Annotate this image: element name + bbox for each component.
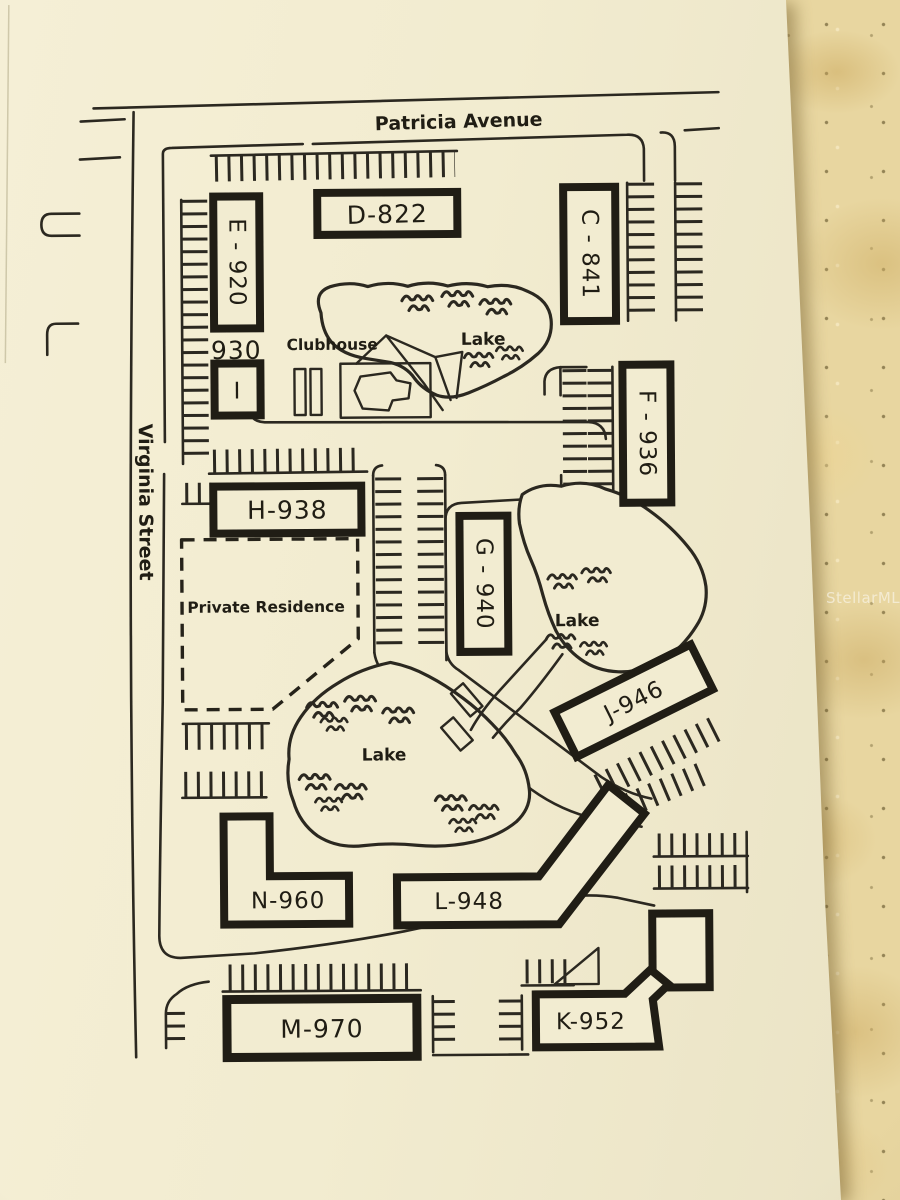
parking-row-east-1 bbox=[657, 832, 746, 856]
building-e920: E - 920 bbox=[209, 192, 265, 333]
building-label-m970: M-970 bbox=[280, 1014, 364, 1044]
parking-row-ne-1 bbox=[628, 182, 656, 321]
building-h938: H-938 bbox=[209, 481, 366, 538]
building-k952: K-952 bbox=[531, 909, 714, 1052]
parking-rail-ne-2 bbox=[673, 181, 678, 322]
building-g940: G - 940 bbox=[455, 511, 513, 656]
building-label-d822: D-822 bbox=[346, 199, 428, 230]
parking-rail-west bbox=[179, 198, 185, 466]
building-l948: L-948 bbox=[392, 779, 651, 930]
private-residence-label: Private Residence bbox=[187, 598, 345, 617]
parking-rail-central-west bbox=[371, 474, 376, 654]
building-label-i: I bbox=[234, 378, 242, 404]
streets: Patricia Avenue Virginia Street bbox=[40, 90, 721, 1059]
paper-crease bbox=[4, 5, 10, 364]
building-label-c841: C - 841 bbox=[576, 209, 603, 299]
patricia-avenue-label: Patricia Avenue bbox=[375, 109, 543, 136]
parking-rail-f bbox=[611, 365, 615, 506]
parking-row-central-east bbox=[417, 477, 445, 651]
lake-top-label: Lake bbox=[461, 330, 506, 350]
lake-bottom-label: Lake bbox=[362, 745, 407, 765]
parking-rail-top bbox=[209, 149, 459, 157]
building-label-k952: K-952 bbox=[556, 1009, 626, 1035]
parking-rail-east-1 bbox=[652, 854, 750, 858]
bridge-marker bbox=[449, 682, 484, 718]
central-lot-entry-hooks bbox=[371, 463, 447, 477]
patricia-avenue-north-line bbox=[92, 90, 720, 110]
building-n960: N-960 bbox=[219, 812, 354, 929]
building-label-n960: N-960 bbox=[251, 888, 326, 915]
parking-areas bbox=[166, 149, 750, 1054]
bridge-marker bbox=[439, 716, 474, 752]
parking-rail-m bbox=[221, 988, 423, 993]
intersection-stubs bbox=[78, 117, 126, 161]
southwest-drive-hook bbox=[164, 980, 210, 1050]
clubhouse-label: Clubhouse bbox=[287, 335, 378, 354]
lake-middle-label: Lake bbox=[555, 611, 600, 631]
parking-row-j-diag-1 bbox=[593, 713, 729, 799]
f-lot-entry-hook bbox=[543, 365, 562, 396]
court-shape bbox=[293, 367, 307, 417]
building-label-g940: G - 940 bbox=[471, 538, 498, 630]
building-c841: C - 841 bbox=[559, 182, 621, 326]
building-j946: J-946 bbox=[549, 639, 719, 763]
lake-middle-shape bbox=[517, 481, 708, 674]
clubhouse-building bbox=[339, 361, 432, 419]
parking-row-top bbox=[214, 150, 456, 182]
virginia-street-label: Virginia Street bbox=[134, 424, 157, 581]
patricia-avenue-south-line-east bbox=[659, 126, 721, 182]
court-shape bbox=[309, 367, 323, 417]
lake-channel bbox=[469, 638, 564, 740]
parking-rail-ne-1 bbox=[625, 181, 630, 323]
building-d822: D-822 bbox=[313, 187, 462, 239]
parking-rail-central-east bbox=[443, 473, 448, 654]
west-driveway-stub-2 bbox=[45, 322, 80, 357]
parking-row-f-east bbox=[587, 368, 613, 503]
triangle-marker bbox=[553, 946, 600, 986]
parking-row-h-north bbox=[212, 447, 364, 474]
mls-watermark: StellarMLS bbox=[826, 589, 900, 607]
private-residence-boundary bbox=[179, 536, 360, 712]
parking-rail-n-upper bbox=[181, 721, 271, 726]
parking-row-n-upper bbox=[184, 723, 268, 750]
parking-rail-n-lower bbox=[181, 795, 268, 800]
private-residence-area: Private Residence bbox=[179, 536, 360, 712]
clubhouse-area: Clubhouse bbox=[287, 334, 464, 419]
building-f936: F - 936 bbox=[618, 360, 676, 507]
west-driveway-stub-1 bbox=[40, 212, 81, 238]
virginia-street-line bbox=[129, 110, 138, 1059]
parking-row-m bbox=[228, 963, 417, 991]
parking-row-ne-2 bbox=[676, 182, 704, 321]
patricia-avenue-south-line-mid bbox=[311, 133, 646, 182]
parking-row-east-2 bbox=[657, 864, 747, 888]
building-label-h938: H-938 bbox=[247, 495, 328, 525]
pool-shape bbox=[353, 371, 412, 412]
building-i930: 930 I bbox=[210, 336, 265, 420]
parking-row-west bbox=[181, 199, 210, 464]
parking-row-central-west bbox=[375, 477, 403, 651]
patricia-avenue-south-line-west bbox=[161, 142, 305, 444]
parking-rail-h bbox=[207, 470, 369, 475]
building-m970: M-970 bbox=[222, 993, 422, 1063]
parking-row-j-diag-2 bbox=[600, 763, 706, 826]
clubhouse-south-road bbox=[248, 404, 608, 441]
south-connector-road bbox=[431, 1053, 530, 1057]
building-label-f936: F - 936 bbox=[634, 390, 661, 477]
parking-rail-east-2 bbox=[652, 886, 750, 890]
building-label-e920: E - 920 bbox=[223, 218, 250, 307]
buildings: E - 920 D-822 C - 841 930 I F - 93 bbox=[209, 182, 719, 1063]
building-label-l948: L-948 bbox=[434, 889, 504, 915]
diagonal-road-east-edge bbox=[457, 668, 653, 800]
parking-row-n-lower bbox=[184, 771, 266, 798]
lakes: Lake Lake Lake bbox=[286, 281, 708, 848]
clubhouse-roof-sketch bbox=[355, 334, 464, 412]
